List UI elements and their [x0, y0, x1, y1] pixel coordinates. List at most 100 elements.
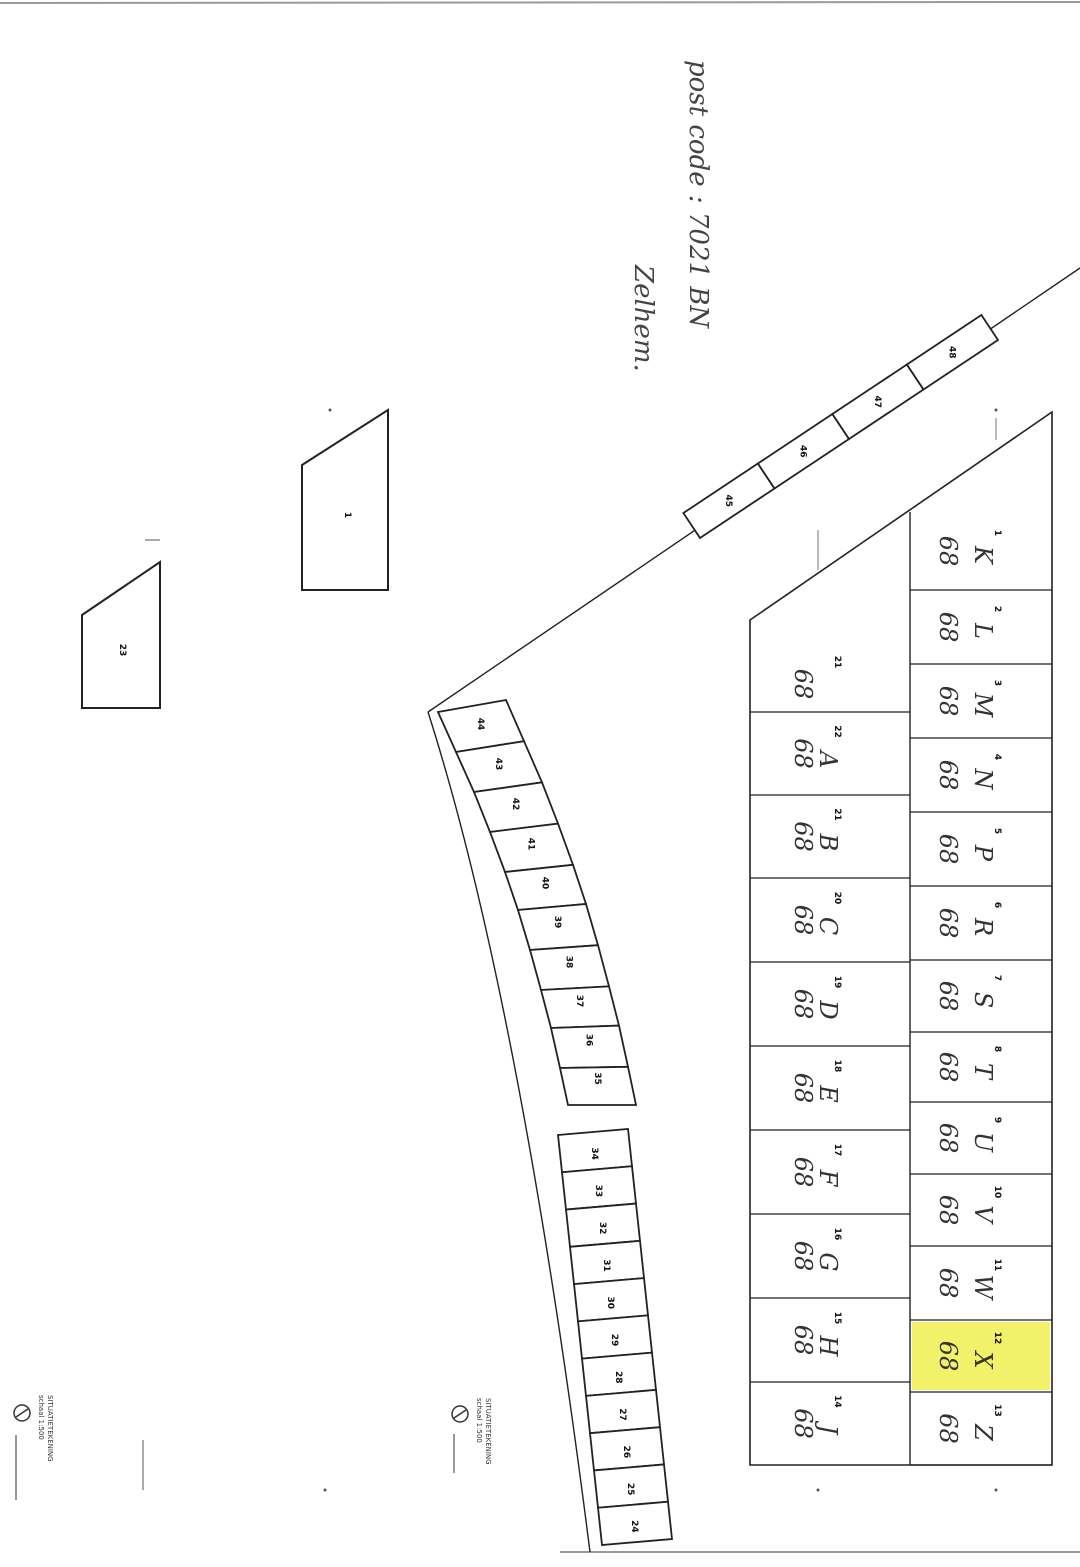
handwritten-note: post code : 7021 BN: [683, 60, 713, 329]
lot-letter: X: [969, 1349, 997, 1369]
lot-code: 68: [934, 612, 962, 643]
note-place: Zelhem.: [628, 264, 658, 372]
legend-title: SITUATIETEKENING: [484, 1398, 492, 1465]
lot-number: 15: [832, 1312, 842, 1325]
lot-code: 68: [789, 1325, 817, 1356]
lot-letter: B: [814, 833, 842, 852]
garage-34: 34: [557, 1128, 633, 1174]
garage-number: 33: [593, 1185, 603, 1198]
garage-number: 45: [723, 494, 733, 507]
lot-letter: A: [814, 749, 842, 768]
lot-letter: M: [969, 692, 997, 719]
garage-48: 48: [905, 313, 1000, 391]
lot-code: 68: [789, 1408, 817, 1439]
block-23: 23: [81, 539, 161, 709]
garage-24: 24: [597, 1500, 673, 1546]
lot-number: 1: [992, 530, 1002, 536]
lot-code: 68: [934, 1341, 962, 1372]
garage-number: 30: [605, 1296, 615, 1309]
survey-marker: [816, 1488, 820, 1492]
lot-letter: R: [969, 917, 997, 936]
garage-38: 38: [528, 944, 611, 991]
lot-code: 68: [789, 821, 817, 852]
garage-number: 28: [613, 1371, 623, 1384]
lot-letter: G: [814, 1252, 842, 1271]
garage-number: 26: [621, 1446, 631, 1459]
garage-27: 27: [585, 1388, 661, 1435]
garage-number: 38: [564, 956, 574, 969]
garage-number: 41: [526, 838, 536, 851]
lot-12: 12X 68: [910, 1322, 1052, 1393]
garage-box: [558, 1065, 638, 1106]
lot-number: 5: [992, 828, 1002, 834]
lot-number: 2: [992, 606, 1002, 612]
garage-number: 48: [946, 346, 956, 359]
lot-code: 68: [789, 1157, 817, 1188]
lot-number: 19: [832, 976, 842, 989]
lot-code: 68: [789, 738, 817, 769]
lot-number: 21: [832, 656, 842, 669]
garage-box: [549, 1024, 630, 1069]
development-outline: [749, 410, 1053, 1466]
lot-number: 12: [992, 1332, 1002, 1345]
lot-number: 22: [832, 725, 842, 738]
garage-46: 46: [756, 412, 851, 490]
garage-number: 25: [625, 1483, 635, 1496]
garage-number: 44: [475, 718, 485, 731]
lot-code: 68: [934, 1123, 962, 1154]
garage-number: 34: [589, 1147, 599, 1160]
lot-number: 11: [992, 1259, 1002, 1272]
garage-number: 46: [797, 445, 807, 458]
garage-37: 37: [539, 985, 621, 1029]
legend-title: SITUATIETEKENING: [46, 1395, 54, 1462]
lot-letter: W: [969, 1275, 997, 1302]
lot-letter: L: [969, 622, 997, 639]
lot-letter: J: [814, 1420, 842, 1436]
garage-41: 41: [488, 822, 575, 873]
note-postcode: post code : 7021 BN: [683, 60, 713, 329]
survey-marker: [994, 1488, 998, 1492]
lot-letter: C: [814, 917, 842, 935]
north-arrow-icon: [451, 1405, 469, 1423]
lot-letter: U: [969, 1132, 997, 1153]
garage-number: 40: [540, 877, 550, 890]
lot-number: 14: [832, 1395, 842, 1408]
lot-letter: V: [969, 1205, 997, 1225]
north-arrow-icon: [453, 1409, 467, 1419]
lot-number: 18: [832, 1060, 842, 1073]
lot-code: 68: [789, 989, 817, 1020]
garage-number: 39: [552, 916, 562, 929]
survey-marker: [994, 408, 998, 412]
lot-number: 13: [992, 1404, 1002, 1417]
lot-letter: D: [814, 999, 842, 1019]
lot-number: 20: [832, 892, 842, 905]
lot-number: 8: [992, 1046, 1002, 1052]
legend-scale: schaal 1:500: [475, 1398, 483, 1443]
lot-number: 16: [832, 1228, 842, 1241]
lot-number: 6: [992, 902, 1002, 908]
legend-middle: SITUATIETEKENING schaal 1:500: [451, 1398, 492, 1473]
highlighted-lot: [912, 1322, 1050, 1390]
survey-marker: [323, 1488, 327, 1492]
lot-letter: E: [814, 1084, 842, 1103]
block-1-shape: [301, 408, 389, 591]
garage-36: 36: [549, 1024, 630, 1069]
garage-25: 25: [593, 1463, 669, 1509]
garage-40: 40: [503, 863, 588, 911]
road-edge-curve: [427, 711, 591, 1553]
north-arrow-icon: [15, 1408, 29, 1418]
lot-number: 21: [832, 808, 842, 821]
